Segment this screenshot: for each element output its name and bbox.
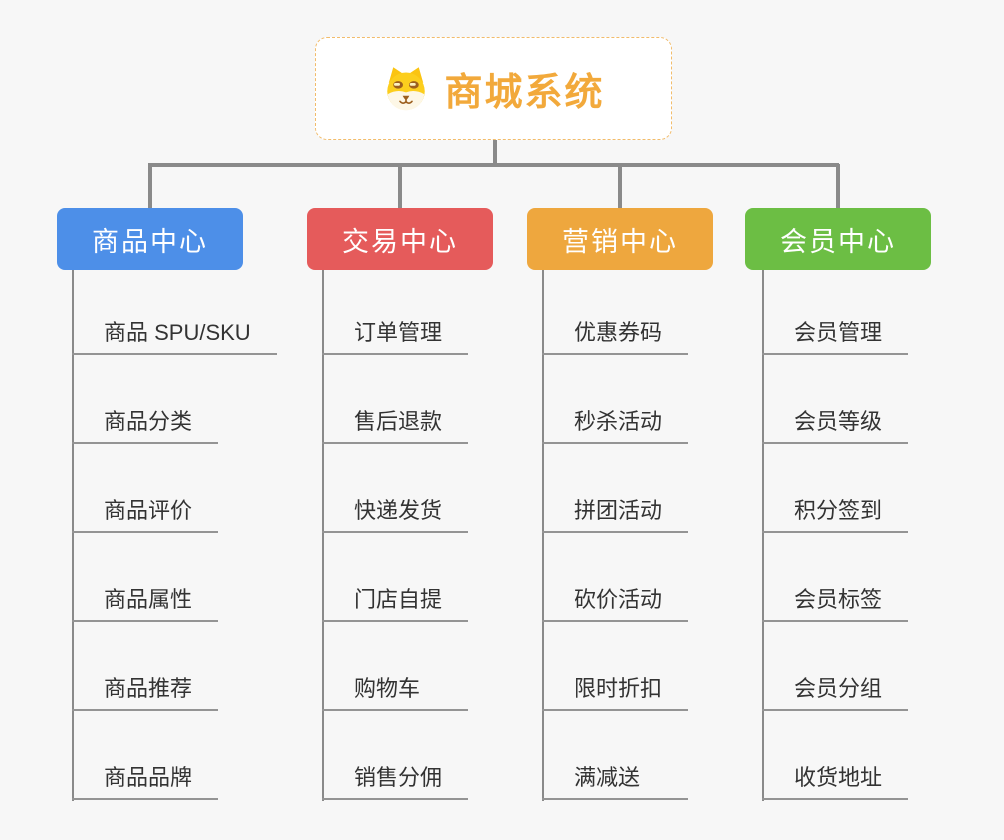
child-node[interactable]: 会员标签: [762, 585, 909, 622]
child-node[interactable]: 会员等级: [762, 407, 909, 444]
child-node[interactable]: 商品品牌: [72, 763, 219, 800]
connector-rail: [148, 163, 839, 167]
trunk-trade-center: [322, 270, 324, 801]
child-node[interactable]: 商品属性: [72, 585, 219, 622]
child-node[interactable]: 秒杀活动: [542, 407, 689, 444]
child-node[interactable]: 会员分组: [762, 674, 909, 711]
connector-root-vertical: [493, 140, 497, 164]
trunk-member-center: [762, 270, 764, 801]
child-node[interactable]: 收货地址: [762, 763, 909, 800]
child-node[interactable]: 限时折扣: [542, 674, 689, 711]
child-node[interactable]: 优惠券码: [542, 318, 689, 355]
connector-drop-marketing: [618, 164, 622, 208]
branch-node-product-center[interactable]: 商品中心: [57, 208, 243, 270]
child-node[interactable]: 商品分类: [72, 407, 219, 444]
child-node[interactable]: 购物车: [322, 674, 468, 711]
child-node[interactable]: 拼团活动: [542, 496, 689, 533]
trunk-product-center: [72, 270, 74, 801]
connector-drop-product: [148, 164, 152, 208]
child-node[interactable]: 订单管理: [322, 318, 469, 355]
root-title: 商城系统: [444, 72, 605, 114]
root-node[interactable]: 商城系统: [315, 37, 672, 140]
branch-node-marketing-center[interactable]: 营销中心: [527, 208, 713, 270]
connector-drop-member: [836, 164, 840, 208]
child-node[interactable]: 售后退款: [322, 407, 469, 444]
branch-node-trade-center[interactable]: 交易中心: [307, 208, 493, 270]
child-node[interactable]: 快递发货: [322, 496, 469, 533]
child-node[interactable]: 商品 SPU/SKU: [72, 318, 277, 355]
child-node[interactable]: 满减送: [542, 763, 688, 800]
connector-drop-trade: [398, 164, 402, 208]
branch-node-member-center[interactable]: 会员中心: [745, 208, 931, 270]
child-node[interactable]: 商品评价: [72, 496, 219, 533]
shiba-dog-face-icon: [387, 66, 426, 110]
trunk-marketing-center: [542, 270, 544, 801]
child-node[interactable]: 会员管理: [762, 318, 909, 355]
child-node[interactable]: 商品推荐: [72, 674, 219, 711]
child-node[interactable]: 积分签到: [762, 496, 909, 533]
child-node[interactable]: 门店自提: [322, 585, 469, 622]
child-node[interactable]: 砍价活动: [542, 585, 689, 622]
child-node[interactable]: 销售分佣: [322, 763, 469, 800]
